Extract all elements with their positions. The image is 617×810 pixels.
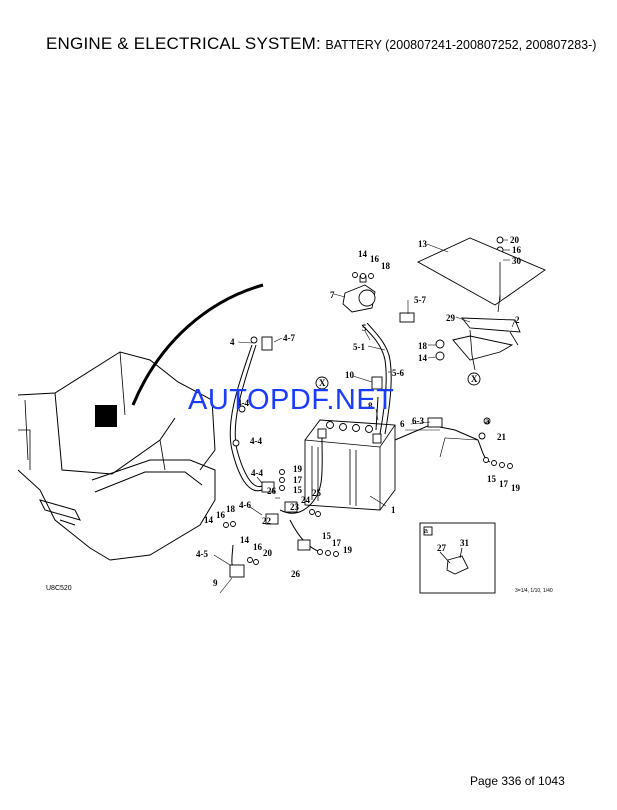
part-labels: 13 20 16 30 14 16 18 7 5-7 5 29 2 4 4-7 … <box>46 235 553 594</box>
label-9: 9 <box>213 578 218 588</box>
label-13: 13 <box>418 239 428 249</box>
label-19: 19 <box>511 483 521 493</box>
label-20: 20 <box>263 548 273 558</box>
title-main: ENGINE & ELECTRICAL SYSTEM: <box>46 34 321 53</box>
page-number: Page 336 of 1043 <box>470 774 565 788</box>
label-14: 14 <box>358 249 368 259</box>
label-19: 19 <box>293 464 303 474</box>
battery-relay <box>229 275 443 578</box>
label-14: 14 <box>418 353 428 363</box>
label-15: 15 <box>487 474 497 484</box>
fasteners <box>223 236 513 565</box>
label-17: 17 <box>293 475 303 485</box>
leader-lines <box>213 239 516 594</box>
label-16: 16 <box>370 254 380 264</box>
machine-outline <box>17 351 216 561</box>
label-8: 8 <box>368 401 373 411</box>
cables <box>229 322 491 576</box>
label-15: 15 <box>293 485 303 495</box>
label-23: 23 <box>290 502 300 512</box>
label-25: 25 <box>312 488 322 498</box>
callout-arrow <box>131 283 264 406</box>
page-title: ENGINE & ELECTRICAL SYSTEM: BATTERY (200… <box>46 34 596 54</box>
label-18: 18 <box>418 341 428 351</box>
label-10: 10 <box>345 370 355 380</box>
label-4-4: 4-4 <box>251 468 263 478</box>
watermark: AUTOPDF.NET <box>188 384 395 416</box>
battery <box>304 419 396 511</box>
label-4: 4 <box>230 337 235 347</box>
label-4-6: 4-6 <box>239 500 251 510</box>
label-20: 20 <box>510 235 520 245</box>
title-sub: BATTERY (200807241-200807252, 200807283-… <box>325 38 597 52</box>
label-16: 16 <box>253 542 263 552</box>
label-18: 18 <box>226 504 236 514</box>
label-x: X <box>319 378 326 388</box>
battery-cover <box>417 237 546 371</box>
label-14: 14 <box>240 535 250 545</box>
label-5: 5 <box>362 323 367 333</box>
label-18: 18 <box>381 261 391 271</box>
label-29: 29 <box>446 313 456 323</box>
label-a: a <box>485 416 490 426</box>
label-27: 27 <box>437 543 447 553</box>
label-16: 16 <box>216 510 226 520</box>
label-30: 30 <box>512 256 522 266</box>
label-7: 7 <box>330 290 335 300</box>
battery-location-marker <box>95 405 117 427</box>
label-5-1: 5-1 <box>353 342 365 352</box>
label-19: 19 <box>343 545 353 555</box>
label-24: 24 <box>301 495 311 505</box>
label-6-3: 6-3 <box>412 416 424 426</box>
label-4-5: 4-5 <box>196 549 208 559</box>
label-15: 15 <box>322 531 332 541</box>
label-16: 16 <box>512 245 522 255</box>
label-4-7: 4-7 <box>283 333 295 343</box>
label-21: 21 <box>497 432 507 442</box>
label-17: 17 <box>332 538 342 548</box>
label-14: 14 <box>204 515 214 525</box>
revision-note: 3=1/4, 1/10, 1/40 <box>515 588 553 594</box>
label-1: 1 <box>391 505 396 515</box>
label-x: X <box>471 374 478 384</box>
label-26: 26 <box>291 569 301 579</box>
label-26: 26 <box>267 486 277 496</box>
label-6: 6 <box>400 419 405 429</box>
label-17: 17 <box>499 479 509 489</box>
diagram-code: U8C520 <box>46 585 72 592</box>
label-a: a <box>424 528 428 535</box>
label-2: 2 <box>515 315 520 325</box>
label-4-4: 4-4 <box>237 398 249 408</box>
label-31: 31 <box>460 538 470 548</box>
label-5-7: 5-7 <box>414 295 426 305</box>
label-5-6: 5-6 <box>392 368 404 378</box>
label-4-4: 4-4 <box>250 436 262 446</box>
label-22: 22 <box>262 516 272 526</box>
